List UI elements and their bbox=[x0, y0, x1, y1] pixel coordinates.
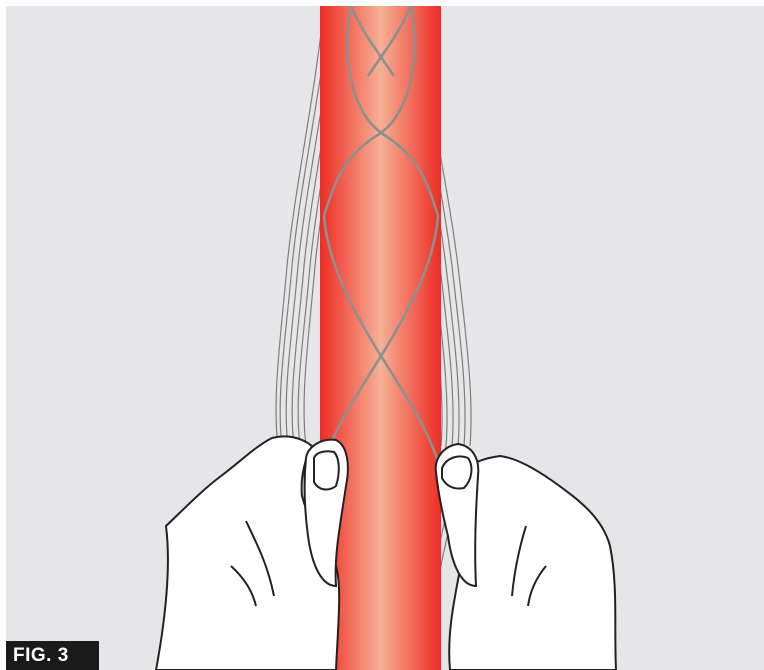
cable-grip-diagram bbox=[6, 6, 764, 670]
figure-label: FIG. 3 bbox=[4, 641, 99, 670]
pipe-body bbox=[320, 6, 441, 670]
figure-illustration bbox=[6, 6, 764, 670]
